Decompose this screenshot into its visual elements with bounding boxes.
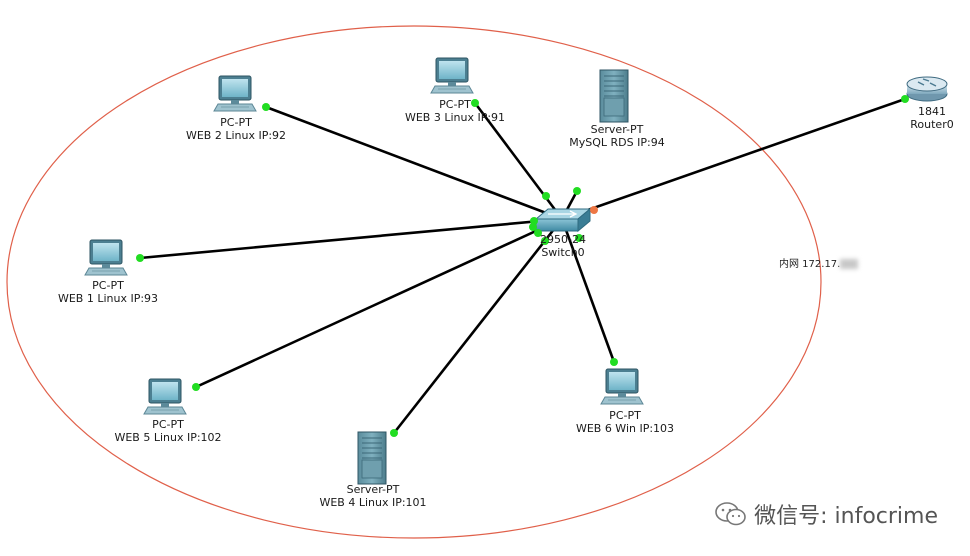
router-device-type: 1841 [917,105,946,118]
web5-device-icon[interactable] [143,378,187,415]
router-port [901,95,909,103]
switch-port-web5 [534,229,542,237]
switch-port-web4 [541,237,549,245]
web1-device-type: PC-PT [92,279,124,292]
switch-port-web6 [575,234,583,242]
link-web1-to-switch [139,217,563,260]
switch-port-mysql [573,187,581,195]
web6-device-icon[interactable] [600,368,644,405]
switch-device-name: Switch0 [541,246,585,259]
link-web2-to-switch [265,105,563,221]
web6-device-name: WEB 6 Win IP:103 [575,422,675,435]
switch-device-type: 2950-24 [540,233,586,246]
router-device-icon[interactable] [906,76,948,102]
web3-device-icon[interactable] [430,57,474,94]
web3-device-name: WEB 3 Linux IP:91 [404,111,506,124]
devices-layer [84,57,948,485]
network-note-text: 内网 172.17. [779,259,841,270]
wechat-icon [715,502,746,526]
mysql-device-icon[interactable] [599,69,629,123]
watermark: 微信号: infocrime [714,498,938,530]
web3-device-type: PC-PT [439,98,471,111]
web6-port [610,358,618,366]
network-note: 内网 172.17. [779,255,859,270]
switch-port-web2 [530,217,538,225]
link-web5-to-switch [195,217,563,389]
web4-port [390,429,398,437]
network-boundary-ellipse [6,25,822,539]
web2-device-name: WEB 2 Linux IP:92 [185,129,287,142]
web6-device-type: PC-PT [609,409,641,422]
web2-port [262,103,270,111]
switch-device-icon[interactable] [534,207,592,233]
switch-port-web1 [529,223,537,231]
ports-layer [136,95,909,437]
web1-device-icon[interactable] [84,239,128,276]
redacted-octets [840,259,859,269]
switch-port-router [590,206,598,214]
link-web6-to-switch [560,218,616,363]
web5-device-name: WEB 5 Linux IP:102 [114,431,222,444]
web4-device-icon[interactable] [357,431,387,485]
web1-port [136,254,144,262]
watermark-text: 微信号: infocrime [754,504,938,529]
switch-port-web3 [542,192,550,200]
web5-port [192,383,200,391]
link-web4-to-switch [392,218,564,434]
links-layer [139,97,906,434]
mysql-device-name: MySQL RDS IP:94 [569,136,665,149]
web1-device-name: WEB 1 Linux IP:93 [57,292,159,305]
web2-device-icon[interactable] [213,75,257,112]
web2-device-type: PC-PT [220,116,252,129]
web5-device-type: PC-PT [152,418,184,431]
web3-port [471,99,479,107]
router-device-name: Router0 [910,118,954,131]
mysql-device-type: Server-PT [590,123,644,136]
link-router-to-switch [561,97,906,221]
web4-device-type: Server-PT [346,483,400,496]
web4-device-name: WEB 4 Linux IP:101 [319,496,427,509]
